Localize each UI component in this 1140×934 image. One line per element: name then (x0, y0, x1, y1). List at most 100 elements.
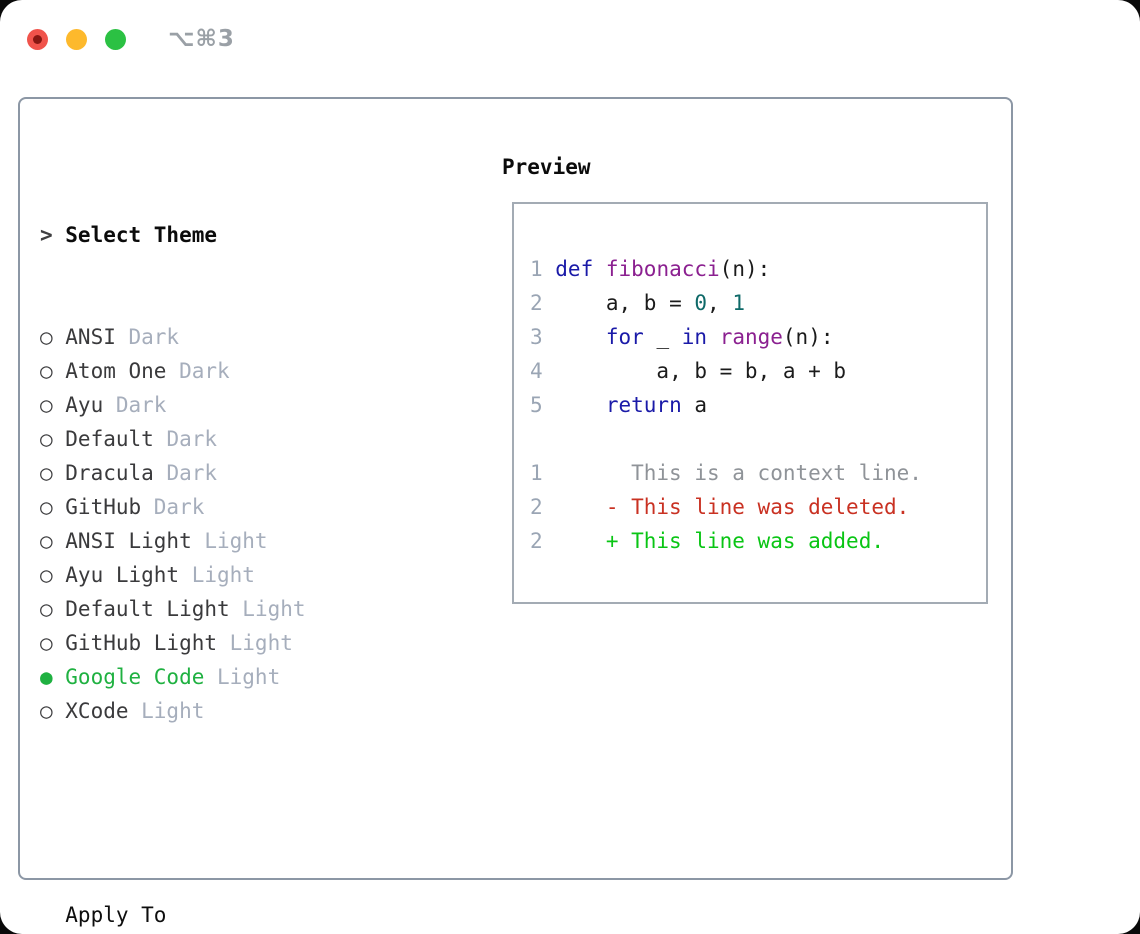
theme-variant-badge: Light (242, 597, 306, 621)
code-line: 5 return a (530, 388, 986, 422)
line-number: 3 (530, 325, 543, 349)
radio-icon: ○ (40, 461, 53, 485)
theme-name: Ayu (65, 393, 104, 417)
code-token: range (719, 325, 783, 349)
code-token: (n): (782, 325, 834, 349)
radio-icon: ○ (40, 359, 53, 383)
diff-line-context: 1 This is a context line. (530, 456, 986, 490)
theme-name: ANSI Light (65, 529, 192, 553)
code-token (555, 325, 606, 349)
line-number: 2 (530, 495, 543, 519)
code-token (555, 393, 606, 417)
theme-option-github-light[interactable]: ○ GitHub Light Light (40, 626, 394, 660)
close-button[interactable] (27, 28, 48, 50)
code-token: def (555, 257, 594, 281)
zoom-button[interactable] (105, 28, 126, 50)
theme-option-ansi[interactable]: ○ ANSI Dark (40, 320, 394, 354)
code-token (707, 325, 720, 349)
radio-icon: ○ (40, 325, 53, 349)
diff-text: This is a context line. (631, 461, 922, 485)
theme-name: GitHub (65, 495, 142, 519)
select-theme-header: > Select Theme (40, 218, 394, 252)
radio-icon: ○ (40, 699, 53, 723)
diff-marker-icon (606, 456, 631, 490)
theme-name: Default (65, 427, 154, 451)
spacer (40, 796, 394, 830)
theme-option-github[interactable]: ○ GitHub Dark (40, 490, 394, 524)
code-token: , (707, 291, 733, 315)
theme-variant-badge: Dark (166, 461, 218, 485)
selected-radio-icon: ● (40, 665, 53, 689)
theme-name: Ayu Light (65, 563, 180, 587)
code-line: 4 a, b = b, a + b (530, 354, 986, 388)
close-dot-icon (33, 34, 42, 44)
line-number: 4 (530, 359, 543, 383)
code-token: in (681, 325, 708, 349)
code-token: a, b = b, a + b (555, 359, 847, 383)
diff-line-deleted: 2 -This line was deleted. (530, 490, 986, 524)
titlebar: ⌥⌘3 (27, 26, 235, 52)
minimize-button[interactable] (66, 28, 87, 50)
code-token: fibonacci (605, 257, 720, 281)
theme-variant-badge: Light (141, 699, 205, 723)
code-line: 1 def fibonacci(n): (530, 252, 986, 286)
theme-option-dracula[interactable]: ○ Dracula Dark (40, 456, 394, 490)
diff-marker-icon: - (605, 495, 619, 519)
radio-icon: ○ (40, 631, 53, 655)
code-token (593, 257, 606, 281)
theme-variant-badge: Dark (153, 495, 205, 519)
cursor-prompt-icon: > (40, 223, 53, 247)
spacer (530, 422, 986, 456)
theme-option-ansi-light[interactable]: ○ ANSI Light Light (40, 524, 394, 558)
theme-option-default-light[interactable]: ○ Default Light Light (40, 592, 394, 626)
radio-icon: ○ (40, 563, 53, 587)
theme-variant-badge: Light (229, 631, 293, 655)
theme-variant-badge: Light (204, 529, 268, 553)
code-token: a (681, 393, 708, 417)
radio-icon: ○ (40, 529, 53, 553)
theme-variant-badge: Light (191, 563, 255, 587)
diff-text: This line was deleted. (631, 495, 910, 519)
theme-variant-badge: Dark (179, 359, 230, 383)
window-shortcut-label: ⌥⌘3 (168, 26, 235, 52)
theme-option-ayu[interactable]: ○ Ayu Dark (40, 388, 394, 422)
theme-option-ayu-light[interactable]: ○ Ayu Light Light (40, 558, 394, 592)
code-token: for (605, 325, 644, 349)
line-number: 5 (530, 393, 543, 417)
theme-name: XCode (65, 699, 129, 723)
theme-variant-badge: Dark (166, 427, 218, 451)
diff-line-added: 2+This line was added. (530, 524, 986, 558)
code-token: 0 (694, 291, 708, 315)
radio-icon: ○ (40, 597, 53, 621)
theme-name: Dracula (65, 461, 154, 485)
code-token: (n): (719, 257, 771, 281)
line-number: 1 (530, 461, 543, 485)
preview-title: Preview (502, 155, 591, 179)
line-number: 2 (530, 529, 543, 553)
theme-name: Default Light (65, 597, 230, 621)
theme-name: ANSI (65, 325, 116, 349)
line-number: 1 (530, 257, 543, 281)
select-theme-title: Select Theme (65, 223, 217, 247)
theme-variant-badge: Dark (115, 393, 167, 417)
theme-variant-badge: Dark (128, 325, 180, 349)
line-number: 2 (530, 291, 543, 315)
theme-name: GitHub Light (65, 631, 217, 655)
apply-to-header: Apply To (65, 903, 167, 927)
radio-icon: ○ (40, 495, 53, 519)
code-token: a, b = (555, 291, 695, 315)
code-line: 3 for _ in range(n): (530, 320, 986, 354)
code-token: 1 (732, 291, 745, 315)
diff-marker-icon: + (605, 529, 619, 553)
code-line: 2 a, b = 0, 1 (530, 286, 986, 320)
radio-icon: ○ (40, 393, 53, 417)
theme-option-xcode[interactable]: ○ XCode Light (40, 694, 394, 728)
